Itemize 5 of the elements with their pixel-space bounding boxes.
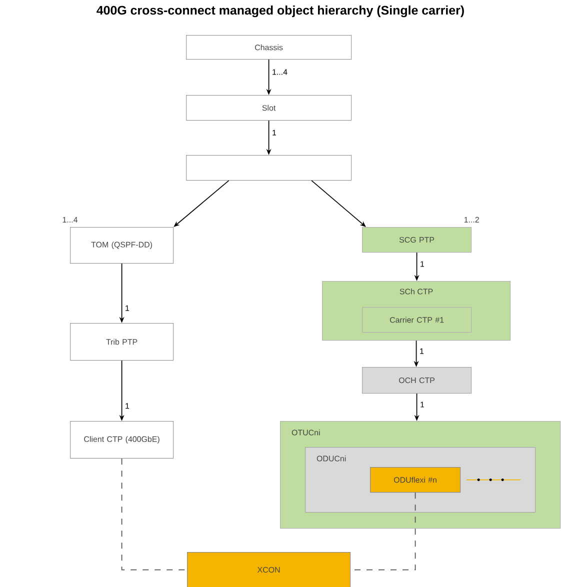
continuation-line [466,478,522,482]
title: 400G cross-connect managed object hierarchy (Single carrier) [96,6,464,18]
arrow [311,180,366,227]
module-box [186,155,352,181]
connector-line [121,458,188,570]
